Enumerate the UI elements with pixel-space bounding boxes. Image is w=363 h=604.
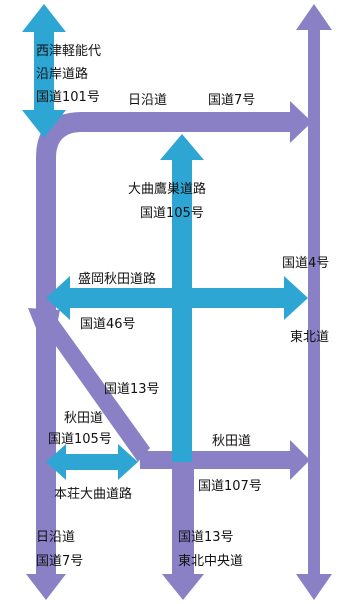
label-akitado-left: 秋田道 — [64, 411, 103, 426]
blue-roads — [22, 4, 308, 508]
diagonal-route-13-105 — [28, 308, 150, 462]
honjo-omagari-road — [46, 444, 138, 480]
purple-roads — [26, 4, 332, 600]
label-route107: 国道107号 — [198, 479, 262, 494]
label-akitado-right: 秋田道 — [212, 434, 251, 449]
route-13-south-arrow — [162, 462, 204, 600]
route-107-arrow — [140, 440, 310, 480]
label-omagari-takanosu: 大曲鷹巣道路 — [128, 181, 206, 197]
label-route7-top: 国道7号 — [208, 93, 255, 108]
morioka-akita-road — [46, 276, 308, 320]
label-tohoku-chuo: 東北中央道 — [178, 553, 243, 569]
label-route105-left: 国道105号 — [48, 432, 112, 447]
labels: 西津軽能代 沿岸道路 国道101号 日沿道 国道7号 大曲鷹巣道路 国道105号… — [36, 44, 329, 569]
nisshindo-route — [26, 101, 312, 600]
label-nisshindo-bottom: 日沿道 — [36, 530, 75, 545]
label-tohokudo: 東北道 — [290, 329, 329, 345]
label-route4: 国道4号 — [282, 256, 329, 271]
label-morioka-akita: 盛岡秋田道路 — [78, 271, 156, 287]
nishitsugaru-road — [22, 4, 66, 138]
tohokudo-trunk — [296, 4, 332, 600]
label-route13-mid: 国道13号 — [104, 382, 160, 397]
label-honjo-omagari: 本荘大曲道路 — [54, 486, 132, 502]
label-route13-bottom: 国道13号 — [178, 530, 234, 545]
label-route105-top: 国道105号 — [140, 206, 204, 221]
label-nishitsugaru-1: 西津軽能代 — [36, 44, 101, 59]
omagari-takanosu-road — [160, 134, 204, 508]
label-nishitsugaru-2: 沿岸道路 — [36, 66, 88, 82]
label-route101: 国道101号 — [36, 90, 100, 105]
label-route46: 国道46号 — [80, 317, 136, 332]
label-route7-bottom: 国道7号 — [36, 554, 83, 569]
label-nisshindo-top: 日沿道 — [128, 93, 167, 108]
